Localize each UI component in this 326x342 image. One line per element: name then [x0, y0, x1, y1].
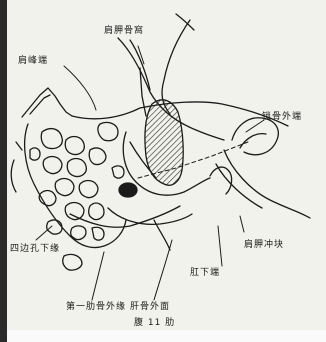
left-border — [0, 0, 7, 342]
label-lower-end: 肛下端 — [190, 268, 220, 278]
dark-oval — [119, 183, 137, 197]
label-shoulder-fossa: 肩胛骨窩 — [104, 26, 144, 36]
label-scapula-block: 肩胛冲块 — [244, 240, 284, 250]
label-quadrilateral: 四边孔下缘 — [10, 244, 60, 254]
label-first-rib: 第一肋骨外缘 — [66, 302, 126, 312]
label-acromion-end: 肩峰端 — [18, 56, 48, 66]
label-clavicle-outer: 锁骨外端 — [262, 112, 302, 122]
bottom-strip — [7, 330, 326, 342]
label-liver-surface: 肝骨外面 — [130, 302, 170, 312]
label-rib-11: 腹 11 肋 — [134, 318, 175, 328]
